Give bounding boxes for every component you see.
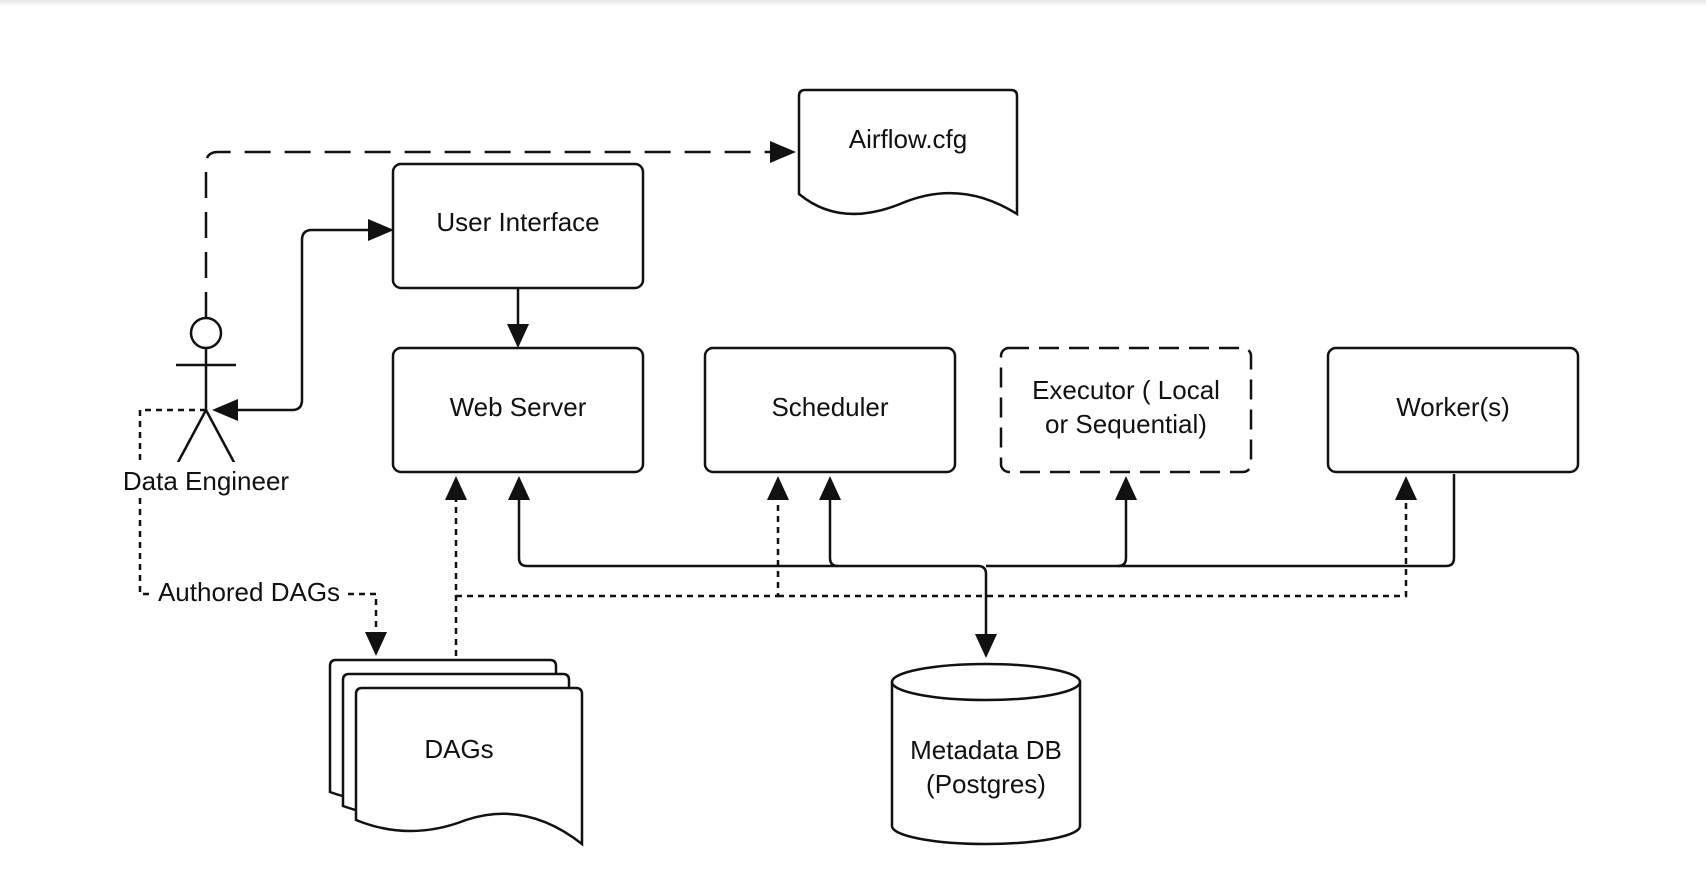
edge-authored-dags — [138, 408, 206, 596]
executor-label-line1: Executor ( Local — [1032, 375, 1220, 405]
edge-engineer-ui-arrowhead-engineer — [212, 399, 238, 421]
web-server-label: Web Server — [450, 392, 587, 422]
edge-dags-to-workers-arrowhead — [1395, 476, 1417, 500]
edge-engineer-to-config — [204, 150, 770, 318]
edge-db-bus-executor — [986, 500, 1128, 568]
top-shadow-bar — [0, 0, 1706, 6]
edge-ui-to-webserver-arrowhead — [507, 324, 529, 348]
edge-db-bus — [517, 500, 988, 634]
edge-dags-to-webserver-arrowhead — [445, 476, 467, 500]
edge-db-bus-scheduler — [828, 500, 839, 568]
edge-engineer-ui — [238, 228, 368, 412]
edge-engineer-ui-arrowhead-ui — [368, 219, 394, 241]
edge-db-bus-workers — [1118, 474, 1456, 568]
metadata-db-label-line2: (Postgres) — [926, 769, 1046, 799]
web-server-box — [391, 346, 645, 474]
airflow-cfg-label: Airflow.cfg — [849, 124, 968, 154]
edge-db-to-scheduler-arrowhead — [819, 476, 841, 500]
dags-label: DAGs — [424, 734, 493, 764]
user-interface-box — [391, 162, 645, 290]
authored-dags-label: Authored DAGs — [158, 577, 340, 607]
edge-authored-dags-arrowhead — [365, 632, 387, 656]
workers-label: Worker(s) — [1396, 392, 1510, 422]
edge-db-to-webserver-arrowhead — [508, 476, 530, 500]
edge-engineer-to-config-arrowhead — [770, 141, 796, 163]
edge-dags-to-scheduler-arrowhead — [767, 476, 789, 500]
metadata-db-cylinder — [890, 662, 1082, 846]
edge-db-to-executor-arrowhead — [1115, 476, 1137, 500]
data-engineer-label-bg — [118, 462, 294, 496]
dags-document-stack — [328, 658, 584, 847]
edge-dags-bus — [456, 500, 780, 598]
edge-db-arrowhead — [975, 634, 997, 658]
edge-authored-dags-2 — [348, 592, 378, 632]
airflow-cfg-document — [797, 88, 1019, 217]
scheduler-box — [703, 346, 957, 474]
authored-dags-label-bg — [150, 576, 348, 610]
executor-label-line2: or Sequential) — [1045, 409, 1207, 439]
metadata-db-label-line1: Metadata DB — [910, 735, 1062, 765]
edge-dags-bus-2 — [778, 500, 1408, 598]
executor-box — [999, 346, 1253, 474]
user-interface-label: User Interface — [436, 207, 599, 237]
workers-box — [1326, 346, 1580, 474]
scheduler-label: Scheduler — [771, 392, 888, 422]
data-engineer-label: Data Engineer — [123, 466, 290, 496]
data-engineer-actor-icon — [174, 316, 238, 467]
